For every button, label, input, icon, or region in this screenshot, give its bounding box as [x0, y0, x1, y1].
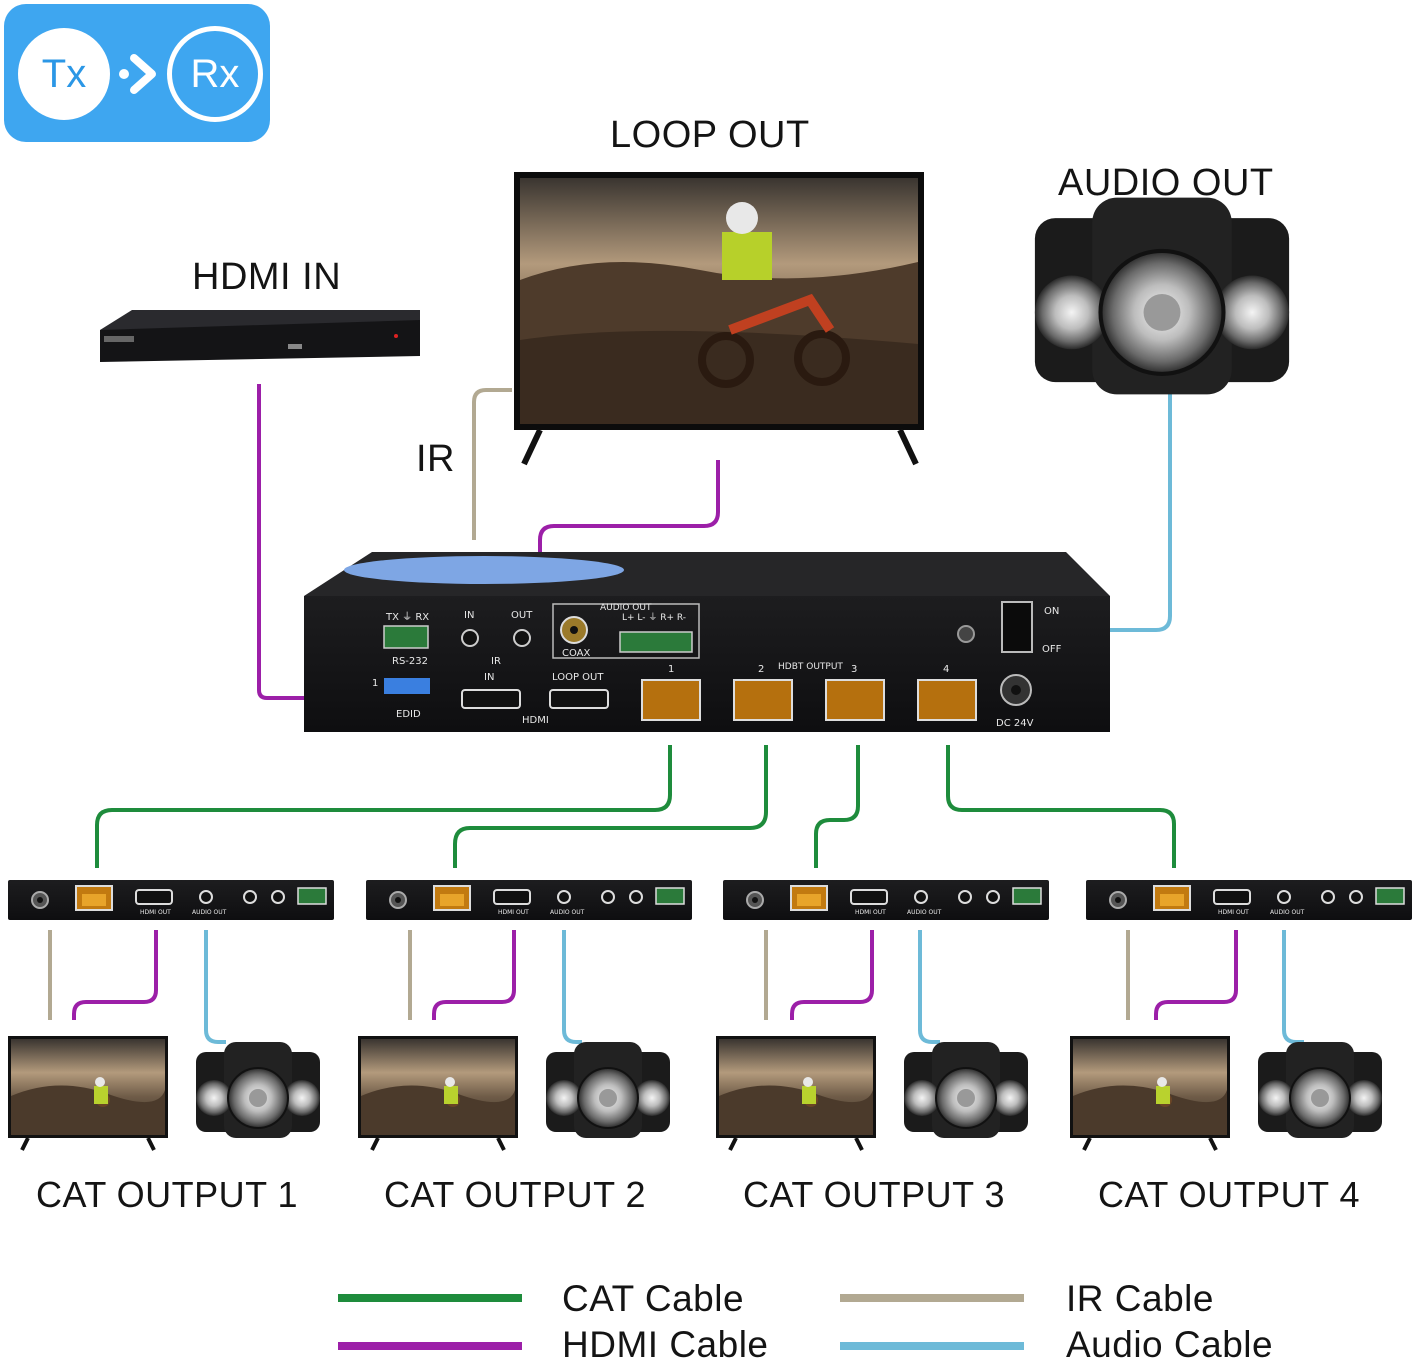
loop-out-tv	[514, 172, 924, 466]
hdbt-output-text: HDBT OUTPUT	[778, 662, 843, 672]
loop-out-cable	[538, 460, 720, 700]
cat-output-3-label: CAT OUTPUT 3	[743, 1174, 1006, 1215]
cat-cable-3	[814, 745, 860, 868]
receiver-4-hdmi-out: HDMI OUT	[1218, 909, 1249, 916]
receiver-cables-3	[764, 930, 940, 1044]
port-num-4: 4	[943, 664, 949, 675]
hdmi-in-cable	[257, 384, 456, 700]
audio-out-panel-text: AUDIO OUT	[600, 603, 652, 613]
receiver-3: HDMI OUT AUDIO OUT	[722, 879, 1050, 921]
main-unit: TX ⏚ RX RS-232 IN OUT IR AUDIO OUT L+ L-…	[304, 552, 1110, 732]
output-tv-1	[6, 1034, 170, 1152]
rs232-pins-text: TX ⏚ RX	[385, 611, 429, 623]
output-tv-2	[356, 1034, 520, 1152]
rs232-text: RS-232	[392, 656, 428, 667]
cat-cable-2	[453, 745, 768, 868]
audio-out-speaker	[1035, 198, 1289, 395]
cat-output-2-label: CAT OUTPUT 2	[384, 1174, 647, 1215]
receiver-1: HDMI OUT AUDIO OUT	[7, 879, 335, 921]
legend-swatch-cat	[338, 1294, 522, 1302]
hdmi-in-label: HDMI IN	[192, 256, 342, 298]
hdmi-group-text: HDMI	[522, 715, 549, 726]
ir-cable	[472, 388, 512, 540]
receiver-2-hdmi-out: HDMI OUT	[498, 909, 529, 916]
output-speaker-3	[903, 1041, 1029, 1139]
ir-group-text: IR	[491, 656, 501, 667]
receiver-2-audio-out: AUDIO OUT	[550, 909, 585, 916]
cat-cable-1	[95, 745, 672, 868]
legend-swatch-ir	[840, 1294, 1024, 1302]
audio-pins-text: L+ L- ⏚ R+ R-	[622, 612, 686, 623]
output-speaker-4	[1257, 1041, 1383, 1139]
receiver-4: HDMI OUT AUDIO OUT	[1085, 879, 1413, 921]
edid-num-text: 1	[372, 678, 378, 689]
audio-out-label: AUDIO OUT	[1058, 162, 1274, 204]
legend-ir-label: IR Cable	[1066, 1278, 1214, 1319]
ir-out-text: OUT	[511, 610, 533, 621]
output-tv-3	[714, 1034, 878, 1152]
receiver-cables-4	[1126, 930, 1304, 1044]
cat-output-4-label: CAT OUTPUT 4	[1098, 1174, 1361, 1215]
legend-swatch-audio	[840, 1342, 1024, 1350]
rx-circle: Rx	[167, 26, 263, 122]
legend-audio-label: Audio Cable	[1066, 1324, 1274, 1365]
dvd-player	[100, 310, 420, 362]
receiver-cables-1	[48, 930, 226, 1044]
receiver-cables-2	[408, 930, 582, 1044]
cat-cable-4	[946, 745, 1176, 868]
receiver-4-audio-out: AUDIO OUT	[1270, 909, 1305, 916]
receiver-1-audio-out: AUDIO OUT	[192, 909, 227, 916]
power-off-text: OFF	[1042, 644, 1062, 655]
legend-hdmi-label: HDMI Cable	[562, 1324, 769, 1365]
dc-text: DC 24V	[996, 718, 1034, 729]
receiver-3-hdmi-out: HDMI OUT	[855, 909, 886, 916]
port-num-2: 2	[758, 664, 764, 675]
tx-rx-badge: Tx Rx	[4, 4, 270, 142]
legend-cat-label: CAT Cable	[562, 1278, 745, 1319]
coax-text: COAX	[562, 648, 591, 659]
edid-text: EDID	[396, 709, 421, 720]
tx-circle: Tx	[18, 28, 110, 120]
audio-out-cable	[602, 394, 1172, 632]
ir-label: IR	[416, 438, 455, 480]
arrow-icon	[119, 54, 156, 94]
legend-swatch-hdmi	[338, 1342, 522, 1350]
hdmi-in-panel-text: IN	[484, 672, 494, 683]
power-on-text: ON	[1044, 606, 1059, 617]
output-speaker-2	[545, 1041, 671, 1139]
port-num-1: 1	[668, 664, 674, 675]
ir-in-text: IN	[464, 610, 474, 621]
output-speaker-1	[195, 1041, 321, 1139]
receiver-2: HDMI OUT AUDIO OUT	[365, 879, 693, 921]
port-num-3: 3	[851, 664, 857, 675]
loop-out-panel-text: LOOP OUT	[552, 672, 604, 683]
receiver-3-audio-out: AUDIO OUT	[907, 909, 942, 916]
output-tv-4	[1068, 1034, 1232, 1152]
receiver-1-hdmi-out: HDMI OUT	[140, 909, 171, 916]
loop-out-label: LOOP OUT	[610, 114, 810, 156]
cat-output-1-label: CAT OUTPUT 1	[36, 1174, 299, 1215]
